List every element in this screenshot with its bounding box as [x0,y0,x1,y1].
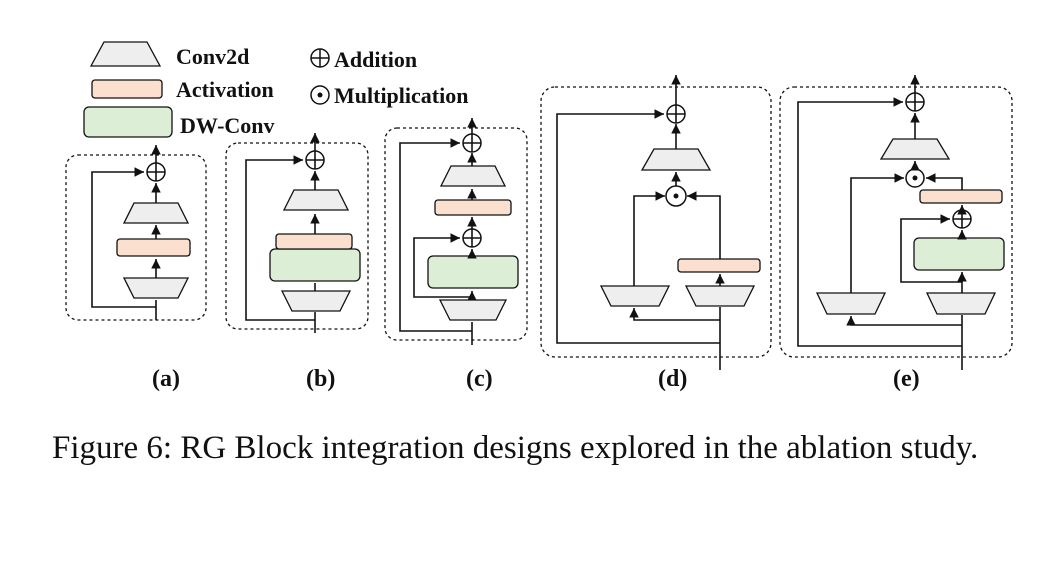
panel-c: (c) [384,118,528,392]
legend-conv2d-label: Conv2d [176,44,249,69]
panel-e-label: (e) [893,366,920,392]
panel-a-activation [116,238,191,257]
panel-d-activation [677,258,761,273]
legend-activation-label: Activation [176,77,274,102]
panel-e-conv-right [925,292,997,315]
panel-e-conv-top [879,138,951,160]
legend-conv2d-swatch [89,41,162,67]
panel-b-conv-top [282,189,350,211]
panel-e-addition-outer-icon [905,92,925,112]
panel-c-dwconv [427,255,519,289]
panel-b-activation [275,233,353,250]
panel-c-label: (c) [466,366,493,392]
panel-c-addition-inner-icon [462,228,482,248]
panel-c-conv-bottom [438,299,508,321]
panel-e-addition-inner-icon [952,209,972,229]
legend-multiplication-label: Multiplication [334,83,468,108]
legend-dwconv-label: DW-Conv [180,113,275,138]
panel-e-activation [919,189,1003,204]
panel-d-addition-icon [666,104,686,124]
panel-a-label: (a) [152,366,180,392]
legend-addition-label: Addition [334,47,417,72]
legend-dwconv-swatch [83,106,173,138]
panel-a-addition-icon [146,162,166,182]
panel-a: (a) [65,145,207,392]
panel-b-label: (b) [306,366,335,392]
panel-d-conv-left [599,285,671,307]
figure-caption: Figure 6: RG Block integration designs e… [52,430,979,466]
panel-e: (e) [779,75,1013,392]
panel-d-conv-top [640,148,712,171]
panel-e-conv-left [815,292,887,315]
panel-c-activation [434,199,512,216]
legend-multiplication-icon [310,85,330,105]
panel-c-addition-outer-icon [462,133,482,153]
ablation-figure: Conv2d Activation DW-Conv Addition Multi… [65,41,1013,392]
legend-activation-swatch [91,79,163,99]
panel-e-dwconv [913,237,1005,271]
panel-a-conv-bottom [122,277,190,299]
panel-d-multiplication-icon [665,185,687,207]
panel-b-conv-bottom [280,290,352,312]
panel-c-conv-top [439,165,507,187]
panel-b-dwconv [269,248,361,282]
panel-b-addition-icon [305,150,325,170]
panel-e-multiplication-icon [905,168,925,188]
panel-a-conv-top [122,202,190,224]
panel-b: (b) [225,133,369,392]
panel-d-conv-right [684,285,756,307]
legend-addition-icon [310,48,330,68]
legend: Conv2d Activation DW-Conv Addition Multi… [83,41,468,138]
panel-d-label: (d) [658,366,687,392]
panel-d: (d) [540,75,772,392]
